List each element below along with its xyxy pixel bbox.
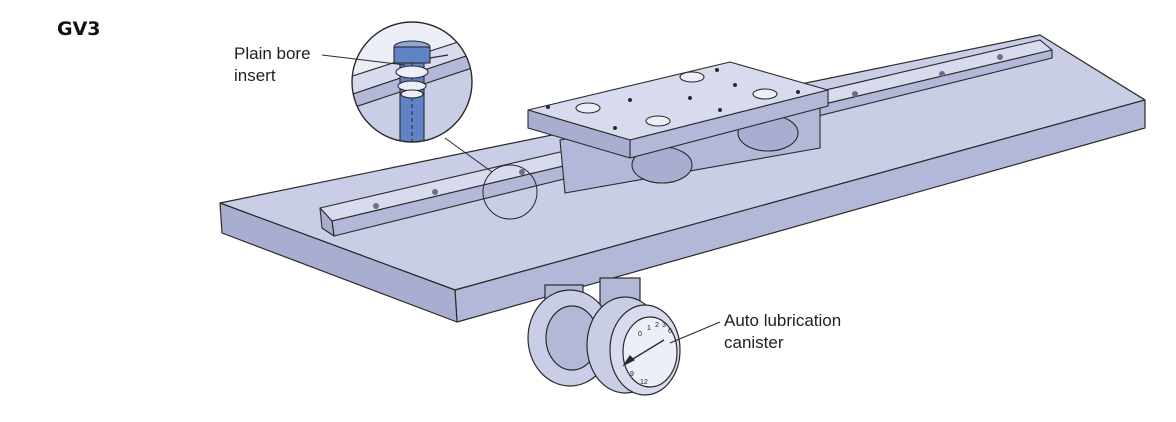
canister-dial: [622, 316, 678, 388]
dial-mark-9: 9: [630, 371, 634, 378]
diagram-title: GV3: [57, 18, 101, 40]
carriage-plate-side: [527, 109, 631, 159]
carriage-screw-holes: [546, 68, 800, 130]
lube-canister: 0 1 2 3 6 9 12: [586, 296, 681, 396]
auto-lube-leader: [669, 321, 721, 344]
auto-lube-label-line1: Auto lubrication: [724, 311, 842, 330]
rail-hole: [852, 91, 858, 97]
dial-mark-12: 12: [640, 379, 648, 386]
screw-hole: [796, 90, 800, 94]
carriage-bore: [645, 115, 671, 127]
detail-border: [351, 21, 473, 143]
screw-hole: [546, 105, 550, 109]
screw-hole: [613, 126, 617, 130]
dial-mark-0: 0: [638, 331, 642, 338]
carriage-holes: [575, 71, 778, 127]
carriage-bore: [679, 71, 705, 83]
carriage: [527, 61, 829, 194]
dial-mark-1: 1: [647, 325, 651, 332]
auto-lube-label-line2: canister: [724, 333, 784, 352]
rail-hole: [997, 54, 1003, 60]
rail-hole: [432, 189, 438, 195]
screw-hole: [688, 96, 692, 100]
detail-leader-line: [444, 137, 493, 173]
carriage-bore: [752, 88, 778, 100]
insert-head: [393, 46, 431, 64]
base-plate-side: [219, 202, 458, 323]
detail-pin: [429, 54, 449, 59]
rail-end: [319, 207, 335, 237]
rail-hole: [519, 169, 525, 175]
carriage-bore: [575, 102, 601, 114]
dial-mark-6: 6: [668, 328, 672, 335]
dial-mark-2: 2: [655, 322, 659, 329]
plain-bore-label-line1: Plain bore: [234, 44, 311, 63]
screw-hole: [628, 98, 632, 102]
auto-lube-label: Auto lubrication canister: [724, 310, 841, 354]
dial-mark-3: 3: [662, 322, 666, 329]
detail-magnifier: [351, 21, 473, 143]
detail-location-circle: [482, 164, 538, 220]
screw-hole: [718, 108, 722, 112]
plain-bore-label-line2: insert: [234, 66, 276, 85]
rail-hole: [373, 203, 379, 209]
screw-hole: [733, 83, 737, 87]
plain-bore-label: Plain bore insert: [234, 43, 311, 87]
dial-arrow: [627, 339, 665, 363]
dial-arrow-head: [622, 355, 636, 367]
screw-hole: [715, 68, 719, 72]
insert-ring-3: [400, 89, 424, 99]
rail-hole: [939, 71, 945, 77]
plain-bore-leader: [321, 54, 406, 66]
insert-ring-1: [395, 65, 429, 79]
